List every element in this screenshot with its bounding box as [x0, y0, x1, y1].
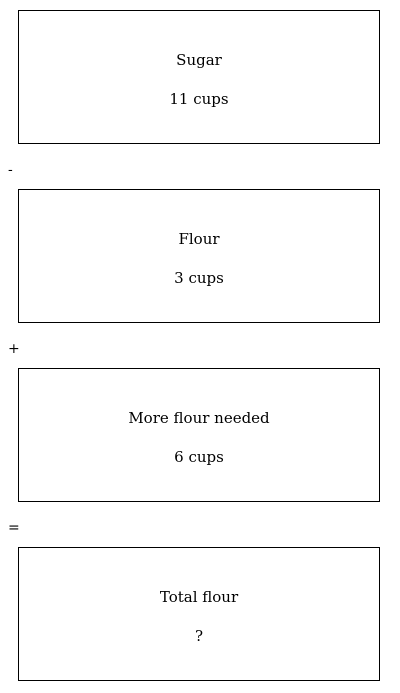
- more-flour-card: More flour needed 6 cups: [18, 368, 380, 502]
- flour-value: 3 cups: [174, 269, 224, 287]
- more-flour-value: 6 cups: [174, 448, 224, 466]
- more-flour-label: More flour needed: [128, 409, 270, 427]
- sugar-card: Sugar 11 cups: [18, 10, 380, 144]
- total-flour-card: Total flour ?: [18, 547, 380, 681]
- total-flour-value: ?: [194, 627, 204, 645]
- sugar-label: Sugar: [176, 51, 222, 69]
- total-flour-label: Total flour: [159, 588, 239, 606]
- sugar-value: 11 cups: [169, 90, 229, 108]
- plus-operator: +: [8, 341, 20, 357]
- equals-operator: =: [8, 520, 20, 536]
- flour-label: Flour: [178, 230, 220, 248]
- flour-card: Flour 3 cups: [18, 189, 380, 323]
- minus-operator: -: [8, 162, 13, 178]
